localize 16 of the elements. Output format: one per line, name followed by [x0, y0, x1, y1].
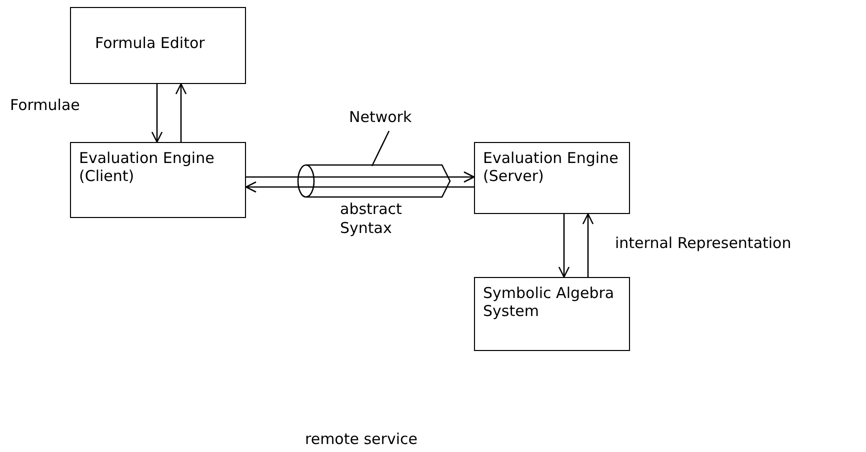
network-label: Network: [349, 108, 439, 130]
process-box: Evaluation Engine (Client): [70, 142, 246, 218]
text-label: remote service: [305, 430, 418, 449]
process-box: Formula Editor: [70, 7, 246, 84]
text-label: abstract Syntax: [340, 200, 403, 238]
arrow: [582, 213, 594, 277]
arrow: [558, 214, 570, 278]
leader-line: [371, 130, 390, 166]
arrow: [246, 171, 475, 183]
arrow: [245, 181, 474, 193]
arrow: [175, 83, 187, 142]
process-box: Symbolic Algebra System: [474, 277, 630, 351]
text-label: Formulae: [10, 96, 80, 115]
text-label: internal Representation: [615, 234, 792, 253]
process-box: Evaluation Engine (Server): [474, 142, 630, 214]
arrow: [151, 84, 163, 143]
